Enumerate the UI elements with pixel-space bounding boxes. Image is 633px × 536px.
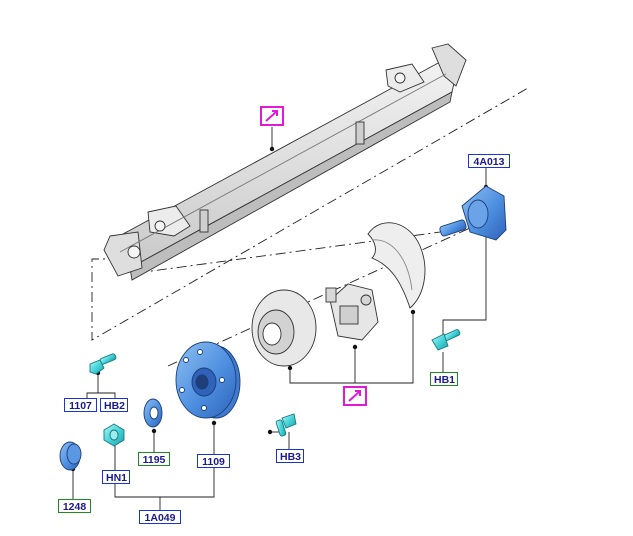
assembly-dashed-lines (91, 87, 529, 367)
callout-hb1[interactable]: HB1 (430, 372, 458, 386)
bottom-link-icon[interactable] (343, 386, 367, 406)
bolt-hb1 (431, 329, 461, 351)
callout-hb2[interactable]: HB2 (100, 398, 128, 412)
spindle-part (439, 185, 507, 241)
nut-hn1 (103, 423, 125, 447)
hub-part (175, 341, 241, 419)
washer-part (143, 398, 163, 428)
callout-hb3[interactable]: HB3 (276, 449, 304, 463)
brake-shield (367, 222, 426, 309)
dust-cap-part (59, 441, 82, 471)
axle-beam (103, 43, 467, 281)
callout-4a013[interactable]: 4A013 (468, 154, 510, 168)
bolt-hb3 (275, 413, 297, 437)
bolt-hb2 (89, 353, 117, 375)
callout-1109[interactable]: 1109 (197, 454, 230, 468)
top-link-icon[interactable] (260, 106, 284, 126)
callout-1248[interactable]: 1248 (58, 499, 91, 513)
leader-lines (72, 127, 487, 510)
callout-1195[interactable]: 1195 (138, 452, 170, 466)
callout-hn1[interactable]: HN1 (102, 470, 130, 484)
caliper-part (325, 283, 379, 341)
callout-1107[interactable]: 1107 (64, 398, 97, 412)
brake-disc (251, 289, 317, 367)
callout-1a049[interactable]: 1A049 (139, 510, 181, 524)
